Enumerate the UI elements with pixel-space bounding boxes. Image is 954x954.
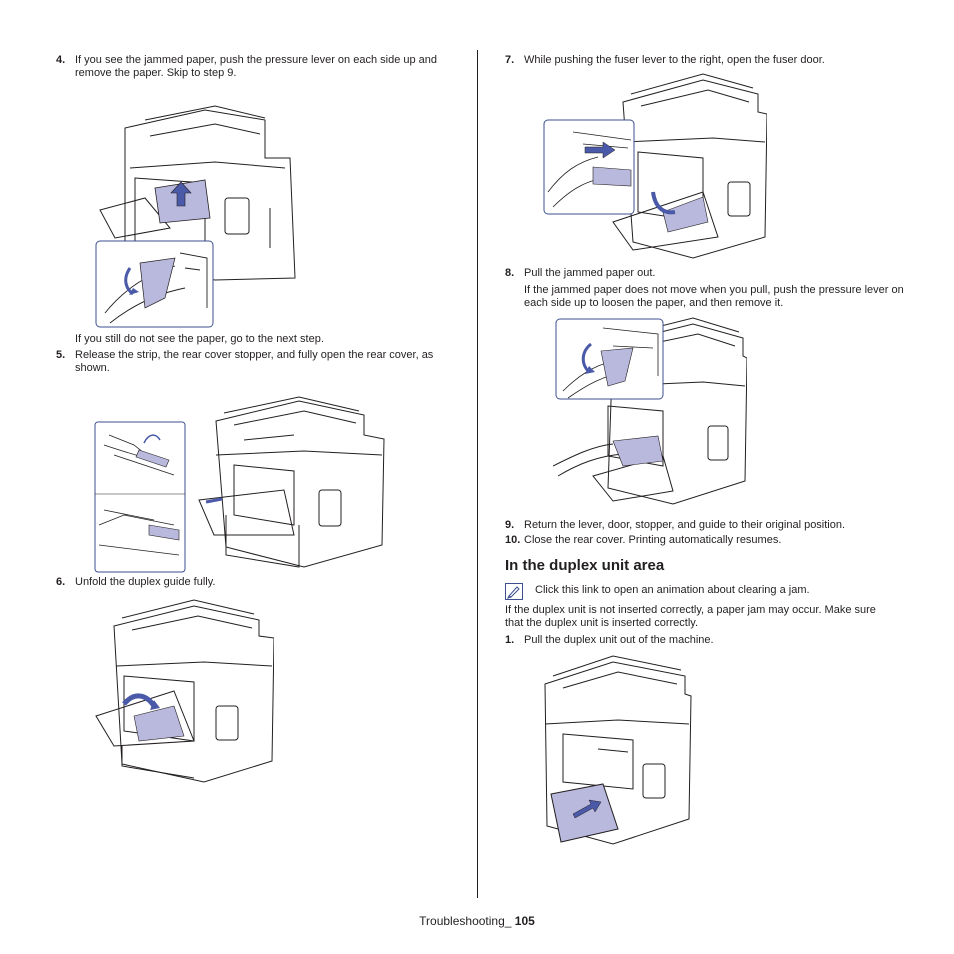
step-number: 7. [505,54,515,66]
step-6: 6. Unfold the duplex guide fully. [56,576,445,589]
step-number: 10. [505,534,521,546]
figure-pull-jammed-paper [553,316,747,510]
step-text: Pull the duplex unit out of the machine. [524,634,714,646]
step-number: 6. [56,576,66,588]
page-number: 105 [514,914,535,928]
step-text: While pushing the fuser lever to the rig… [524,54,825,66]
section-title-duplex: In the duplex unit area [505,557,665,574]
animation-link-icon[interactable] [505,583,523,600]
step-4: 4. If you see the jammed paper, push the… [56,54,445,80]
note-next-step: If you still do not see the paper, go to… [75,333,324,345]
step-detail: If the jammed paper does not move when y… [524,284,904,309]
step-9: 9. Return the lever, door, stopper, and … [505,519,904,532]
step-number: 4. [56,54,66,66]
column-divider [477,50,478,898]
step-10: 10. Close the rear cover. Printing autom… [505,534,904,547]
step-text: Unfold the duplex guide fully. [75,576,216,588]
figure-pull-duplex-unit [543,654,693,848]
figure-open-rear-cover [94,395,386,573]
animation-link[interactable]: Click this link to open an animation abo… [535,584,810,596]
figure-unfold-duplex-guide [94,596,274,786]
step-number: 5. [56,349,66,361]
step-7: 7. While pushing the fuser lever to the … [505,54,904,67]
step-number: 9. [505,519,515,531]
figure-open-fuser-door [543,72,767,262]
step-text: Close the rear cover. Printing automatic… [524,534,782,546]
step-number: 1. [505,634,515,646]
step-text: Return the lever, door, stopper, and gui… [524,519,846,531]
step-text: If you see the jammed paper, push the pr… [75,54,438,79]
page-footer: Troubleshooting_ 105 [0,915,954,928]
step-number: 8. [505,267,515,279]
step-text: Release the strip, the rear cover stoppe… [75,349,434,374]
step-text: Pull the jammed paper out. [524,267,656,279]
figure-pressure-lever [95,98,305,330]
step-1: 1. Pull the duplex unit out of the machi… [505,634,904,647]
footer-section: Troubleshooting_ [419,914,512,928]
duplex-intro: If the duplex unit is not inserted corre… [505,604,876,629]
step-8: 8. Pull the jammed paper out. If the jam… [505,267,904,310]
step-5: 5. Release the strip, the rear cover sto… [56,349,447,375]
